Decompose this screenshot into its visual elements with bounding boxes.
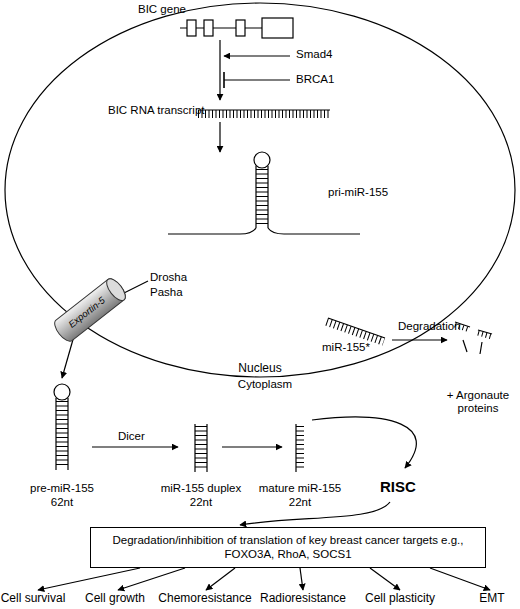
hairpin-tail (168, 228, 256, 234)
text-label: 62nt (32, 496, 92, 509)
text-label: Radioresistance (253, 592, 353, 606)
text-label: pre-miR-155 (17, 482, 107, 495)
text-label: miR-155* (322, 341, 370, 354)
text-label: Drosha (150, 271, 187, 284)
text-label: Chemoresistance (150, 592, 260, 606)
text-label: pri-miR-155 (328, 186, 388, 199)
degradation-arrow (392, 339, 447, 340)
text-label: Dicer (118, 430, 145, 443)
hairpin-loop (54, 384, 70, 400)
text-label: Degradation (398, 320, 461, 333)
outcome-arrow (118, 568, 185, 590)
text-label: Cytoplasm (220, 378, 310, 391)
exportin-cylinder: Exportin-5 (51, 275, 130, 345)
star-bases (327, 322, 384, 342)
inhibition-line (224, 79, 290, 80)
hairpin-tail (268, 228, 360, 234)
loading-arrow (312, 417, 416, 468)
outcome-arrow (300, 568, 303, 590)
text-label: EMT (467, 592, 517, 606)
outcome-arrow (206, 568, 235, 590)
compartment-label: Nucleus (238, 361, 281, 375)
outcome-arrow (370, 568, 400, 590)
text-label: Smad4 (296, 48, 332, 61)
text-label: RISC (380, 478, 416, 495)
targeting-arrow (240, 502, 390, 525)
exon-box (236, 20, 245, 36)
box-text: Degradation/inhibition of translation of… (95, 534, 481, 562)
nucleus-membrane (5, 3, 515, 377)
text-label: Cell plasticity (355, 592, 445, 606)
cylinder-body (51, 276, 128, 345)
exon-box (262, 18, 293, 38)
dicer-arrow (92, 446, 178, 447)
processing-arrow (219, 122, 220, 152)
text-label: 22nt (270, 496, 330, 509)
text-label: Cell growth (75, 592, 155, 606)
fragment (463, 340, 467, 352)
hairpin-loop (254, 152, 270, 168)
text-label: miR-155 duplex (151, 482, 251, 495)
outcome-arrow (430, 568, 490, 590)
hairpin-strand (55, 398, 56, 470)
hairpin-rungs (256, 169, 268, 226)
target-box: Degradation/inhibition of translation of… (90, 527, 486, 568)
activation-arrow (224, 55, 290, 56)
text-label: mature miR-155 (250, 482, 350, 495)
hairpin-strand (67, 398, 68, 470)
text-label: 22nt (171, 496, 231, 509)
export-arrow (62, 336, 74, 378)
exon-box (187, 20, 196, 36)
text-label: BIC gene (138, 3, 186, 16)
mature-bases (296, 426, 304, 470)
hairpin-rungs (56, 401, 68, 468)
fragment (478, 333, 492, 337)
outcome-arrow (38, 568, 140, 590)
transcription-arrow (219, 40, 220, 100)
fragment (480, 342, 482, 354)
text-label: BRCA1 (296, 73, 334, 86)
fragment (478, 330, 492, 334)
text-label: Cell survival (0, 592, 68, 606)
text-label: BIC RNA transcript (108, 104, 205, 117)
unwinding-arrow (222, 446, 282, 447)
cylinder-cap (103, 276, 128, 304)
text-label: + Argonaute proteins (440, 389, 516, 415)
rna-bases (198, 110, 330, 118)
inhibition-bar (223, 72, 225, 88)
duplex-rungs (195, 426, 207, 470)
exon-box (204, 20, 213, 36)
text-label: Pasha (150, 286, 183, 299)
